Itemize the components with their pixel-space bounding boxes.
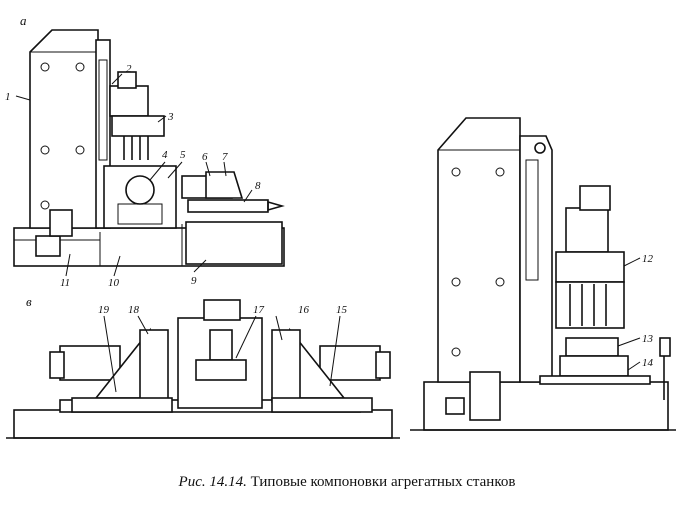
callout-16: 16 — [298, 304, 310, 316]
callout-13: 13 — [642, 333, 654, 345]
callout-17: 17 — [253, 304, 265, 316]
callout-11: 11 — [60, 277, 70, 289]
machine-a — [13, 29, 285, 277]
callout-19: 19 — [98, 304, 110, 316]
caption-text: Типовые компоновки агрегатных станков — [250, 474, 516, 490]
callout-18: 18 — [128, 304, 140, 316]
callout-12: 12 — [642, 253, 654, 265]
machine-b — [410, 117, 676, 431]
callout-6: 6 — [202, 151, 208, 163]
section-label-v: в — [26, 294, 32, 309]
callout-2: 2 — [126, 63, 132, 75]
machine-v — [6, 299, 400, 439]
callout-4: 4 — [162, 149, 168, 161]
section-label-a: a — [20, 13, 27, 28]
callout-15: 15 — [336, 304, 348, 316]
caption-number: Рис. 14.14. — [178, 474, 247, 490]
callout-7: 7 — [222, 151, 228, 163]
callout-9: 9 — [191, 275, 197, 287]
callout-5: 5 — [180, 149, 186, 161]
callout-3: 3 — [167, 111, 174, 123]
callout-10: 10 — [108, 277, 120, 289]
callout-1: 1 — [5, 91, 11, 103]
callout-8: 8 — [255, 180, 261, 192]
figure-caption: Рис. 14.14. Типовые компоновки агрегатны… — [0, 474, 694, 491]
callout-14: 14 — [642, 357, 654, 369]
